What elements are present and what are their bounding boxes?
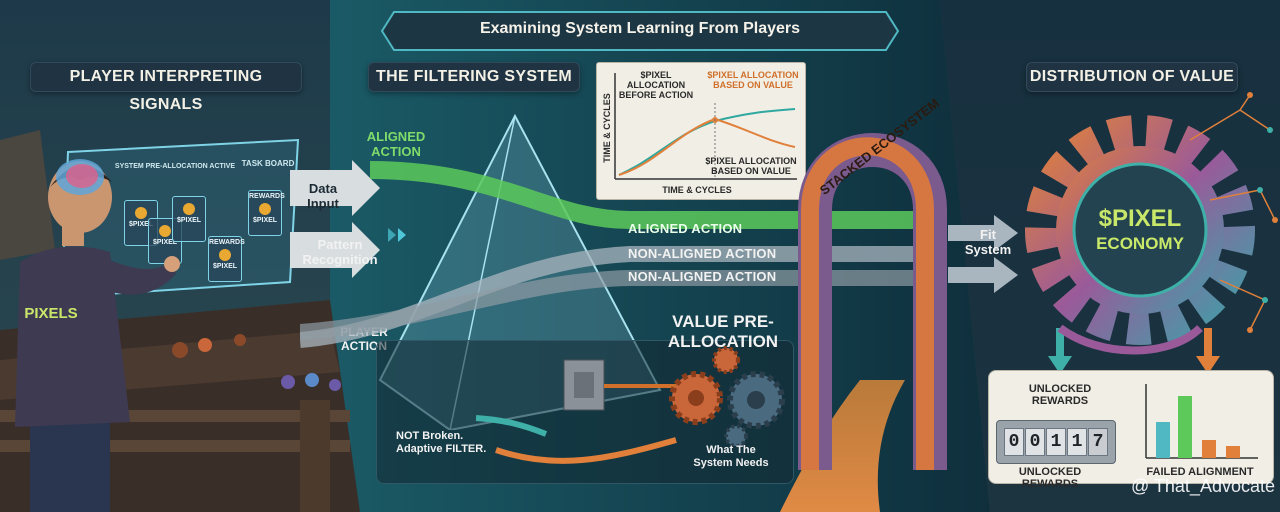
failed-alignment-bars: [1145, 384, 1258, 459]
value-box-art: [475, 346, 785, 464]
hud-card-text: $PIXEL: [212, 263, 238, 270]
unlocked-rewards-top-label: UNLOCKED REWARDS: [1028, 383, 1092, 408]
coin-icon: [135, 207, 147, 219]
coin-icon: [183, 203, 195, 215]
inset-xlabel: TIME & CYCLES: [662, 185, 732, 195]
hud-task-board: TASK BOARD: [241, 159, 295, 168]
hud-card-head: REWARDS: [249, 193, 285, 200]
player-shirt-text: PIXELS: [24, 305, 78, 322]
bar: [1226, 446, 1240, 458]
coin-icon: [219, 249, 231, 261]
pattern-recognition-label: Pattern Recognition: [302, 237, 378, 267]
fit-system-label: Fit System: [964, 227, 1012, 257]
failed-alignment-label: FAILED ALIGNMENT: [1146, 466, 1254, 478]
bar: [1202, 440, 1216, 458]
hud-card-text: $PIXEL: [152, 239, 178, 246]
inset-legend-based: $PIXEL ALLOCATION BASED ON VALUE: [707, 70, 799, 90]
hud-card-text: $PIXEL: [128, 221, 154, 228]
hud-card-head: REWARDS: [209, 239, 245, 246]
gear-tiny-icon: [724, 424, 748, 448]
hud-card-text: $PIXEL: [252, 217, 278, 224]
inset-chart-plot: [614, 73, 797, 180]
section-title-distribution: DISTRIBUTION OF VALUE: [1026, 62, 1238, 92]
bar: [1178, 396, 1192, 458]
player-figure: [15, 159, 180, 512]
gear-small-icon: [712, 346, 740, 374]
hud-card[interactable]: REWARDS $PIXEL: [208, 236, 245, 282]
input-arrows: [290, 160, 406, 278]
hud-card[interactable]: $PIXEL: [172, 196, 206, 242]
coin-icon: [159, 225, 171, 237]
hud-card[interactable]: $PIXEL: [148, 218, 182, 264]
section-title-player: PLAYER INTERPRETING SIGNALS: [30, 62, 302, 113]
reward-counter-digit: 1: [1046, 428, 1066, 456]
inset-legend-based-lower: $PIXEL ALLOCATION BASED ON VALUE: [705, 156, 797, 176]
header-title: Examining System Learning From Players: [479, 20, 801, 37]
section-title-filter: THE FILTERING SYSTEM: [368, 62, 580, 92]
header-banner-shape: [380, 11, 900, 51]
gear-label-line1: $PIXEL: [1098, 205, 1182, 232]
watermark: @ That_Advocate: [1130, 476, 1275, 496]
gear-label-line2: ECONOMY: [1096, 234, 1184, 253]
flow-label-non-aligned-2: NON-ALIGNED ACTION: [628, 269, 777, 284]
hud-banner: SYSTEM PRE-ALLOCATION ACTIVE: [114, 163, 236, 170]
data-input-label: Data Input: [307, 181, 339, 211]
coin-icon: [259, 203, 271, 215]
fit-system-arrows: [948, 215, 1018, 293]
pixel-economy-gear: [1025, 115, 1255, 345]
reward-counter-digit: 0: [1004, 428, 1024, 456]
reward-counter-digit: 7: [1088, 428, 1108, 456]
reward-counter-digit: 1: [1067, 428, 1087, 456]
unlocked-rewards-bottom-label: UNLOCKED REWARDS: [1018, 466, 1082, 491]
reward-counter-digit: 0: [1025, 428, 1045, 456]
flow-label-aligned: ALIGNED ACTION: [628, 221, 743, 236]
inset-ylabel: TIME & CYCLES: [602, 93, 613, 163]
inset-chart: $PIXEL ALLOCATION BEFORE ACTION $PIXEL A…: [596, 62, 806, 200]
not-broken-label: NOT Broken. Adaptive FILTER.: [396, 430, 487, 455]
what-system-needs-label: What The System Needs: [693, 444, 769, 469]
bar: [1156, 422, 1170, 458]
stacked-ecosystem-arch: [798, 133, 947, 470]
hud-card[interactable]: REWARDS $PIXEL: [248, 190, 285, 236]
inset-legend-before: $PIXEL ALLOCATION BEFORE ACTION: [618, 70, 694, 100]
hud-card-text: $PIXEL: [176, 217, 202, 224]
aligned-action-in-label: ALIGNED ACTION: [366, 129, 426, 159]
value-box-title: VALUE PRE-ALLOCATION: [667, 312, 779, 351]
flow-label-non-aligned-1: NON-ALIGNED ACTION: [628, 246, 777, 261]
gear-output-arrows: [1048, 324, 1220, 374]
network-lines: [1189, 92, 1278, 333]
